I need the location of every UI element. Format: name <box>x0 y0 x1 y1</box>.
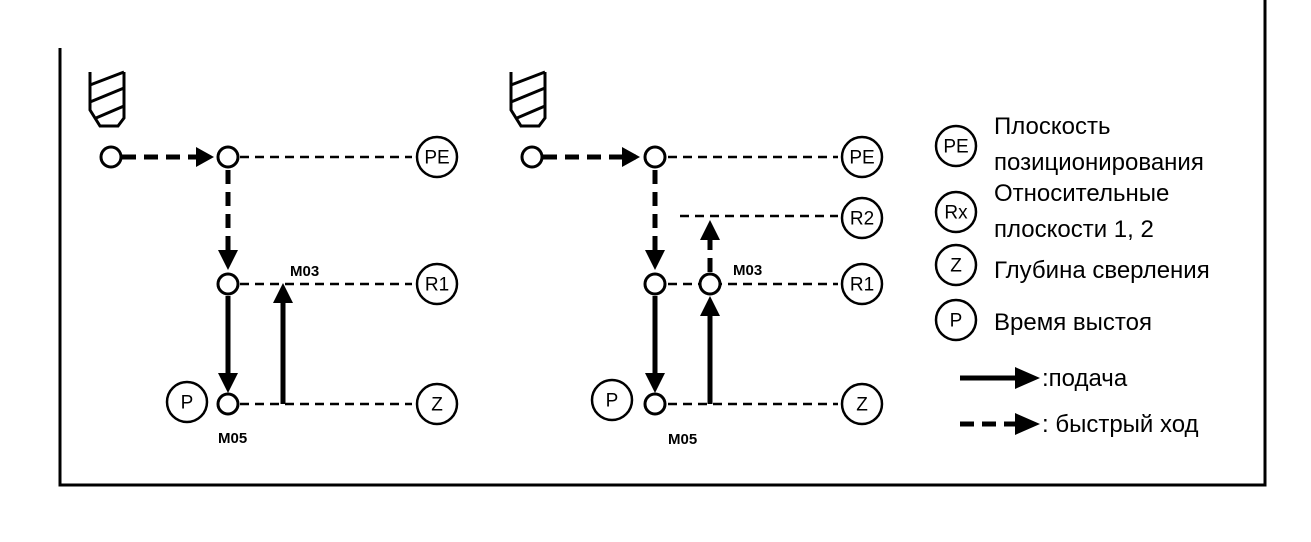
legend-z-symbol-label: Z <box>950 256 962 277</box>
pe-point <box>643 145 667 169</box>
pe-badge <box>840 135 884 179</box>
frame-border <box>58 0 1267 487</box>
z-badge <box>840 382 884 426</box>
legend-z-symbol <box>934 243 978 287</box>
r1-badge-label: R1 <box>425 275 449 296</box>
legend-p-text: Время выстоя <box>994 309 1152 336</box>
arrowhead <box>645 250 665 270</box>
arrowhead <box>273 283 293 303</box>
legend-rx-text-line2: плоскости 1, 2 <box>994 216 1154 243</box>
legend-pe-text-line2: позиционирования <box>994 149 1204 176</box>
r1-point <box>216 272 240 296</box>
start-point <box>520 145 544 169</box>
r1-badge <box>415 262 459 306</box>
r1-badge-label: R1 <box>850 275 874 296</box>
r1-badge <box>840 262 884 306</box>
legend-pe-symbol <box>934 124 978 168</box>
m05-label: M05 <box>668 431 697 448</box>
arrowhead <box>700 220 720 240</box>
legend-rx-symbol <box>934 190 978 234</box>
z-badge <box>415 382 459 426</box>
p-badge <box>165 380 209 424</box>
legend-p-symbol-label: P <box>950 311 963 332</box>
p-badge-label: P <box>606 391 619 412</box>
m03-label: M03 <box>290 263 319 280</box>
r2-badge-label: R2 <box>850 209 874 230</box>
p-badge-label: P <box>181 393 194 414</box>
z-badge-label: Z <box>856 395 868 416</box>
m03-label: M03 <box>733 262 762 279</box>
m05-label: M05 <box>218 430 247 447</box>
pe-badge-label: PE <box>424 148 449 169</box>
arrowhead <box>700 296 720 316</box>
r1-point <box>643 272 667 296</box>
r2-badge <box>840 196 884 240</box>
arrowhead <box>645 373 665 393</box>
pe-point <box>216 145 240 169</box>
legend-feed-text: :подача <box>1042 365 1128 392</box>
drill-icon <box>509 70 547 128</box>
p-badge <box>590 378 634 422</box>
z-point <box>216 392 240 416</box>
pe-badge <box>415 135 459 179</box>
arrowhead <box>196 147 214 167</box>
arrowhead <box>218 373 238 393</box>
legend: PE Плоскость позиционирования Rx Относит… <box>934 113 1210 438</box>
start-point <box>99 145 123 169</box>
arrowhead <box>218 250 238 270</box>
legend-rapid-arrowhead <box>1015 413 1040 435</box>
arrowhead <box>622 147 640 167</box>
legend-feed-arrowhead <box>1015 367 1040 389</box>
r1-retract-point <box>698 272 722 296</box>
left-cycle: PE R1 Z P M03 M05 <box>88 70 459 447</box>
legend-z-text: Глубина сверления <box>994 257 1210 284</box>
legend-rx-symbol-label: Rx <box>944 203 968 224</box>
right-cycle: PE R2 R1 Z P M03 M05 <box>509 70 884 448</box>
z-point <box>643 392 667 416</box>
legend-pe-symbol-label: PE <box>943 137 968 158</box>
legend-p-symbol <box>934 298 978 342</box>
pe-badge-label: PE <box>849 148 874 169</box>
drill-icon <box>88 70 126 128</box>
legend-pe-text-line1: Плоскость <box>994 113 1110 140</box>
legend-rapid-text: : быстрый ход <box>1042 411 1199 438</box>
legend-rx-text-line1: Относительные <box>994 180 1169 207</box>
z-badge-label: Z <box>431 395 443 416</box>
